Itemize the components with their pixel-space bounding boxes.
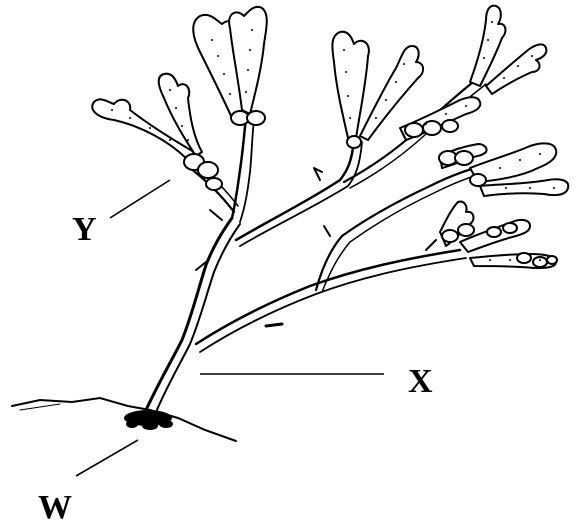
holdfast (124, 410, 173, 430)
leader-lines (76, 180, 384, 476)
frond-right-center-2 (480, 179, 568, 196)
label-w: W (38, 489, 72, 526)
leader-line-w (76, 440, 138, 476)
label-y: Y (72, 211, 97, 248)
frond-center (332, 32, 369, 138)
label-x: X (408, 363, 433, 400)
leader-line-y (110, 180, 170, 218)
substrate (12, 398, 236, 441)
fronds (92, 6, 568, 268)
